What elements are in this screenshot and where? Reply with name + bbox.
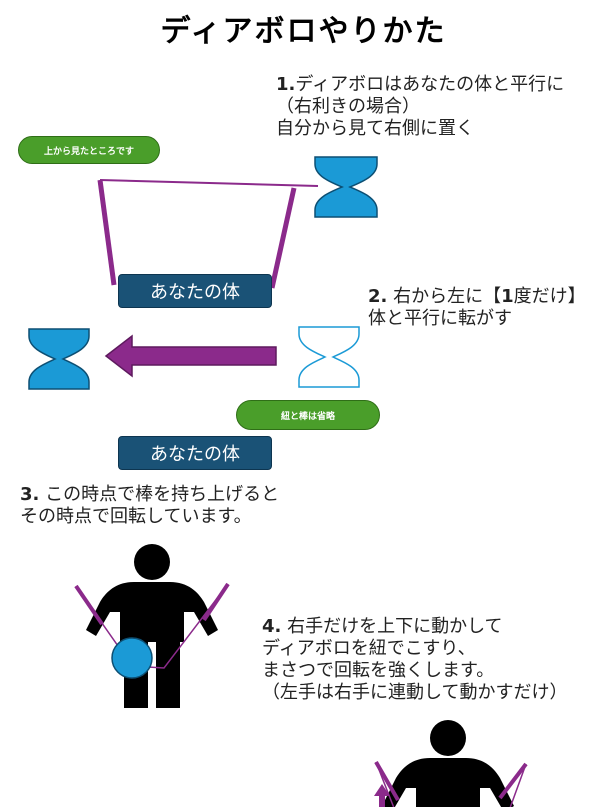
step2-number: 2. (368, 286, 388, 307)
step4-line1: 右手だけを上下に動かして (281, 616, 503, 637)
diabolo-icon (28, 328, 90, 390)
step2-text: 2. 右から左に【1度だけ】 体と平行に転がす (368, 286, 586, 330)
step1-line2: （右利きの場合） (276, 96, 420, 117)
step4-number: 4. (262, 616, 282, 637)
arrow-left-icon (104, 334, 277, 378)
omitted-badge: 紐と棒は省略 (236, 400, 380, 430)
step3-text: 3. この時点で棒を持ち上げると その時点で回転しています。 (20, 484, 279, 528)
step1-text: 1.ディアボロはあなたの体と平行に （右利きの場合） 自分から見て右側に置く (276, 74, 564, 140)
step2-line2: 体と平行に転がす (368, 308, 512, 329)
step1-number: 1. (276, 74, 296, 95)
step3-line1: この時点で棒を持ち上げると (39, 484, 280, 505)
step1-line3: 自分から見て右側に置く (276, 118, 474, 139)
step2-line1a: 右から左に【 (387, 286, 502, 307)
step4-line3: まさつで回転を強くします。 (262, 660, 495, 681)
top-view-badge: 上から見たところです (18, 136, 160, 164)
step4-text: 4. 右手だけを上下に動かして ディアボロを紐でこすり、 まさつで回転を強くしま… (262, 616, 567, 704)
step3-line2: その時点で回転しています。 (20, 506, 252, 527)
page-title: ディアボロやりかた (160, 14, 447, 49)
diabolo-icon (314, 156, 378, 218)
left-stick (97, 179, 117, 286)
your-body-label: あなたの体 (118, 436, 272, 470)
step1-line1: ディアボロはあなたの体と平行に (295, 74, 565, 95)
step4-line2: ディアボロを紐でこすり、 (262, 638, 476, 659)
step4-line4: （左手は右手に連動して動かすだけ） (262, 682, 568, 703)
step2-once-number: 1 (501, 286, 514, 307)
your-body-label: あなたの体 (118, 274, 272, 308)
step2-line1c: 度だけ】 (513, 286, 586, 307)
diabolo-outline-icon (298, 326, 360, 388)
string-line (99, 179, 319, 187)
step3-number: 3. (20, 484, 40, 505)
person-figure-icon (74, 544, 230, 708)
person-figure-icon (374, 720, 528, 807)
right-stick (269, 187, 297, 289)
